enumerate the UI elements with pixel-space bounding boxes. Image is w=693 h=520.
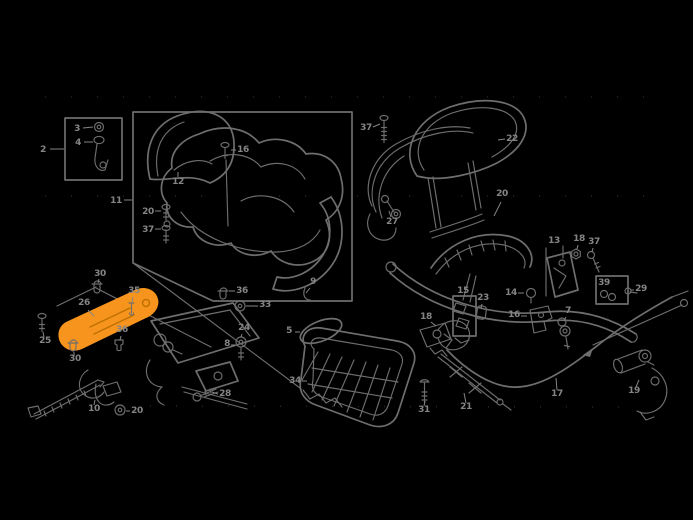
leader-line — [42, 331, 45, 338]
leader-line — [131, 296, 134, 303]
leader-line — [93, 399, 96, 406]
latch-illustration — [419, 320, 471, 357]
part-label-33[interactable]: 33 — [259, 300, 271, 310]
frame-tube-illustration — [385, 261, 638, 343]
part-label-17[interactable]: 17 — [551, 389, 563, 399]
part-label-20[interactable]: 20 — [496, 189, 508, 199]
panel-edges — [56, 262, 301, 389]
bolt-28-illustration — [192, 388, 219, 402]
seat-trim-illustration — [272, 196, 343, 301]
part-label-16[interactable]: 16 — [237, 145, 249, 155]
part-drawings — [27, 99, 689, 428]
part-label-22[interactable]: 22 — [506, 134, 518, 144]
part-label-37[interactable]: 37 — [588, 237, 600, 247]
seat-band-illustration — [299, 317, 343, 345]
part-label-36[interactable]: 36 — [116, 325, 128, 335]
leader-line — [388, 210, 392, 218]
part-label-28[interactable]: 28 — [219, 389, 231, 399]
main-panel-box — [132, 111, 353, 302]
part-label-8[interactable]: 8 — [224, 339, 230, 349]
part-label-35[interactable]: 35 — [128, 286, 140, 296]
long-screw-illustration — [27, 379, 105, 420]
part-label-37[interactable]: 37 — [360, 123, 372, 133]
leader-line — [493, 201, 502, 217]
part-label-39[interactable]: 39 — [598, 278, 610, 288]
part-label-30[interactable]: 30 — [94, 269, 106, 279]
part-label-29[interactable]: 29 — [635, 284, 647, 294]
leader-line — [305, 287, 311, 294]
seat-illustration — [160, 127, 344, 266]
seat-hinge-illustration — [145, 302, 260, 410]
part-label-27[interactable]: 27 — [386, 217, 398, 227]
seat-lock-illustration — [612, 349, 668, 421]
highlighted-stay-part[interactable] — [58, 288, 159, 351]
part-label-7[interactable]: 7 — [565, 306, 571, 316]
part-label-12[interactable]: 12 — [172, 177, 184, 187]
part-label-16[interactable]: 16 — [508, 310, 520, 320]
part-label-25[interactable]: 25 — [39, 336, 51, 346]
carrier-bolts-illustration — [379, 114, 402, 220]
leader-line — [480, 303, 483, 309]
cable-21-illustration — [437, 353, 512, 411]
leader-line — [463, 392, 467, 404]
leader-line — [87, 309, 95, 317]
leader-line — [563, 316, 567, 322]
leader-line — [97, 278, 100, 284]
part-label-19[interactable]: 19 — [628, 386, 640, 396]
part-label-14[interactable]: 14 — [505, 288, 517, 298]
rear-carrier-illustration — [367, 99, 527, 241]
part-label-13[interactable]: 13 — [548, 236, 560, 246]
part-label-37[interactable]: 37 — [142, 225, 154, 235]
leader-line — [211, 391, 219, 395]
part-label-2[interactable]: 2 — [40, 145, 46, 155]
part-label-20[interactable]: 20 — [142, 207, 154, 217]
part-label-21[interactable]: 21 — [460, 402, 472, 412]
inset-box — [64, 117, 123, 181]
right-bracket-illustration — [545, 245, 601, 350]
backrest-pad-illustration — [146, 110, 235, 184]
part-label-5[interactable]: 5 — [286, 326, 292, 336]
seat-bolts-illustration — [161, 203, 171, 244]
seat-lock-cable-illustration — [446, 290, 689, 388]
leader-line — [555, 377, 558, 391]
leader-line — [591, 247, 594, 253]
mid-hardware-illustration — [452, 287, 553, 344]
part-label-18[interactable]: 18 — [573, 234, 585, 244]
leader-line — [423, 400, 426, 407]
part-label-18[interactable]: 18 — [420, 312, 432, 322]
part-label-15[interactable]: 15 — [457, 286, 469, 296]
lock-set-illustration — [93, 121, 109, 171]
bolt-31-illustration — [419, 379, 430, 404]
hinge-washer-bolt-illustration — [235, 336, 247, 361]
part-label-3[interactable]: 3 — [74, 124, 80, 134]
part-label-36[interactable]: 36 — [236, 286, 248, 296]
leader-line — [240, 333, 243, 338]
leader-line — [82, 126, 94, 129]
leader-line — [372, 123, 381, 128]
part-label-24[interactable]: 24 — [238, 323, 250, 333]
part-label-34[interactable]: 34 — [289, 376, 301, 386]
part-label-20[interactable]: 20 — [131, 406, 143, 416]
leader-line — [497, 138, 506, 141]
part-label-23[interactable]: 23 — [477, 293, 489, 303]
carrier-underframe-illustration — [430, 233, 533, 303]
part-label-11[interactable]: 11 — [110, 196, 122, 206]
artifact-dots — [45, 96, 660, 408]
luggage-box-illustration — [299, 326, 416, 428]
part-label-31[interactable]: 31 — [418, 405, 430, 415]
leader-line — [576, 244, 579, 250]
part-label-9[interactable]: 9 — [310, 277, 316, 287]
leader-line — [119, 335, 122, 341]
left-hardware-illustration — [37, 280, 135, 352]
washer-bracket-illustration — [595, 275, 638, 305]
part-label-30[interactable]: 30 — [69, 354, 81, 364]
part-label-10[interactable]: 10 — [88, 404, 100, 414]
part-label-26[interactable]: 26 — [78, 298, 90, 308]
part-label-4[interactable]: 4 — [75, 138, 81, 148]
leader-line — [635, 379, 640, 388]
leader-line — [430, 321, 437, 327]
